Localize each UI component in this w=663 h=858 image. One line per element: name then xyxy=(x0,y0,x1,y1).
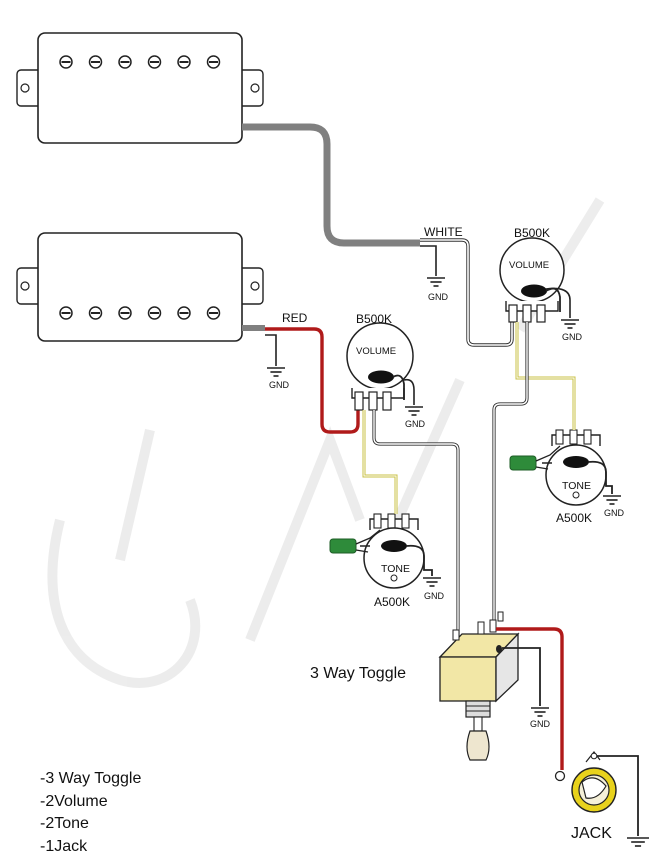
humbucker-pickup-top xyxy=(16,32,264,144)
white-wire-label: WHITE xyxy=(424,225,463,239)
gnd-label-4: GND xyxy=(562,332,583,342)
gnd-label-5: GND xyxy=(604,508,625,518)
volume-right-to-toggle xyxy=(492,322,529,622)
volume-left-text: VOLUME xyxy=(356,346,396,357)
volume-left-value: B500K xyxy=(356,312,392,326)
pole-pieces-top xyxy=(59,55,221,69)
volume-right-value: B500K xyxy=(514,226,550,240)
red-wire-label: RED xyxy=(282,311,308,325)
volume-right-text: VOLUME xyxy=(509,260,549,271)
gnd-label-3: GND xyxy=(405,419,426,429)
gnd-label-2: GND xyxy=(269,380,290,390)
output-hot-wire xyxy=(496,627,564,770)
pickup-lead-top xyxy=(242,123,420,247)
output-jack xyxy=(554,751,639,836)
parts-list-item: -1Jack xyxy=(40,837,88,855)
toggle-switch xyxy=(438,611,520,761)
jack-label: JACK xyxy=(571,825,612,842)
volume-pot-left xyxy=(346,322,415,411)
gnd-label-1: GND xyxy=(428,292,449,302)
red-wire xyxy=(265,327,360,434)
tone-right-text: TONE xyxy=(562,480,591,492)
ground-symbols xyxy=(267,277,649,847)
tone-pot-right xyxy=(509,429,613,506)
toggle-label: 3 Way Toggle xyxy=(310,665,406,682)
parts-list-item: -3 Way Toggle xyxy=(40,770,142,787)
gnd-label-6: GND xyxy=(424,591,445,601)
humbucker-pickup-bottom xyxy=(16,232,264,342)
tone-left-text: TONE xyxy=(381,563,410,575)
tone-left-value: A500K xyxy=(374,595,410,609)
volume-pot-right xyxy=(499,237,571,323)
parts-list-item: -2Tone xyxy=(40,815,89,832)
tone-pot-left xyxy=(329,513,433,589)
tone-wire-left xyxy=(362,410,398,514)
tone-right-value: A500K xyxy=(556,511,592,525)
parts-list: -3 Way Toggle -2Volume -2Tone -1Jack xyxy=(40,768,141,858)
gnd-label-7: GND xyxy=(530,719,551,729)
parts-list-item: -2Volume xyxy=(40,792,108,810)
